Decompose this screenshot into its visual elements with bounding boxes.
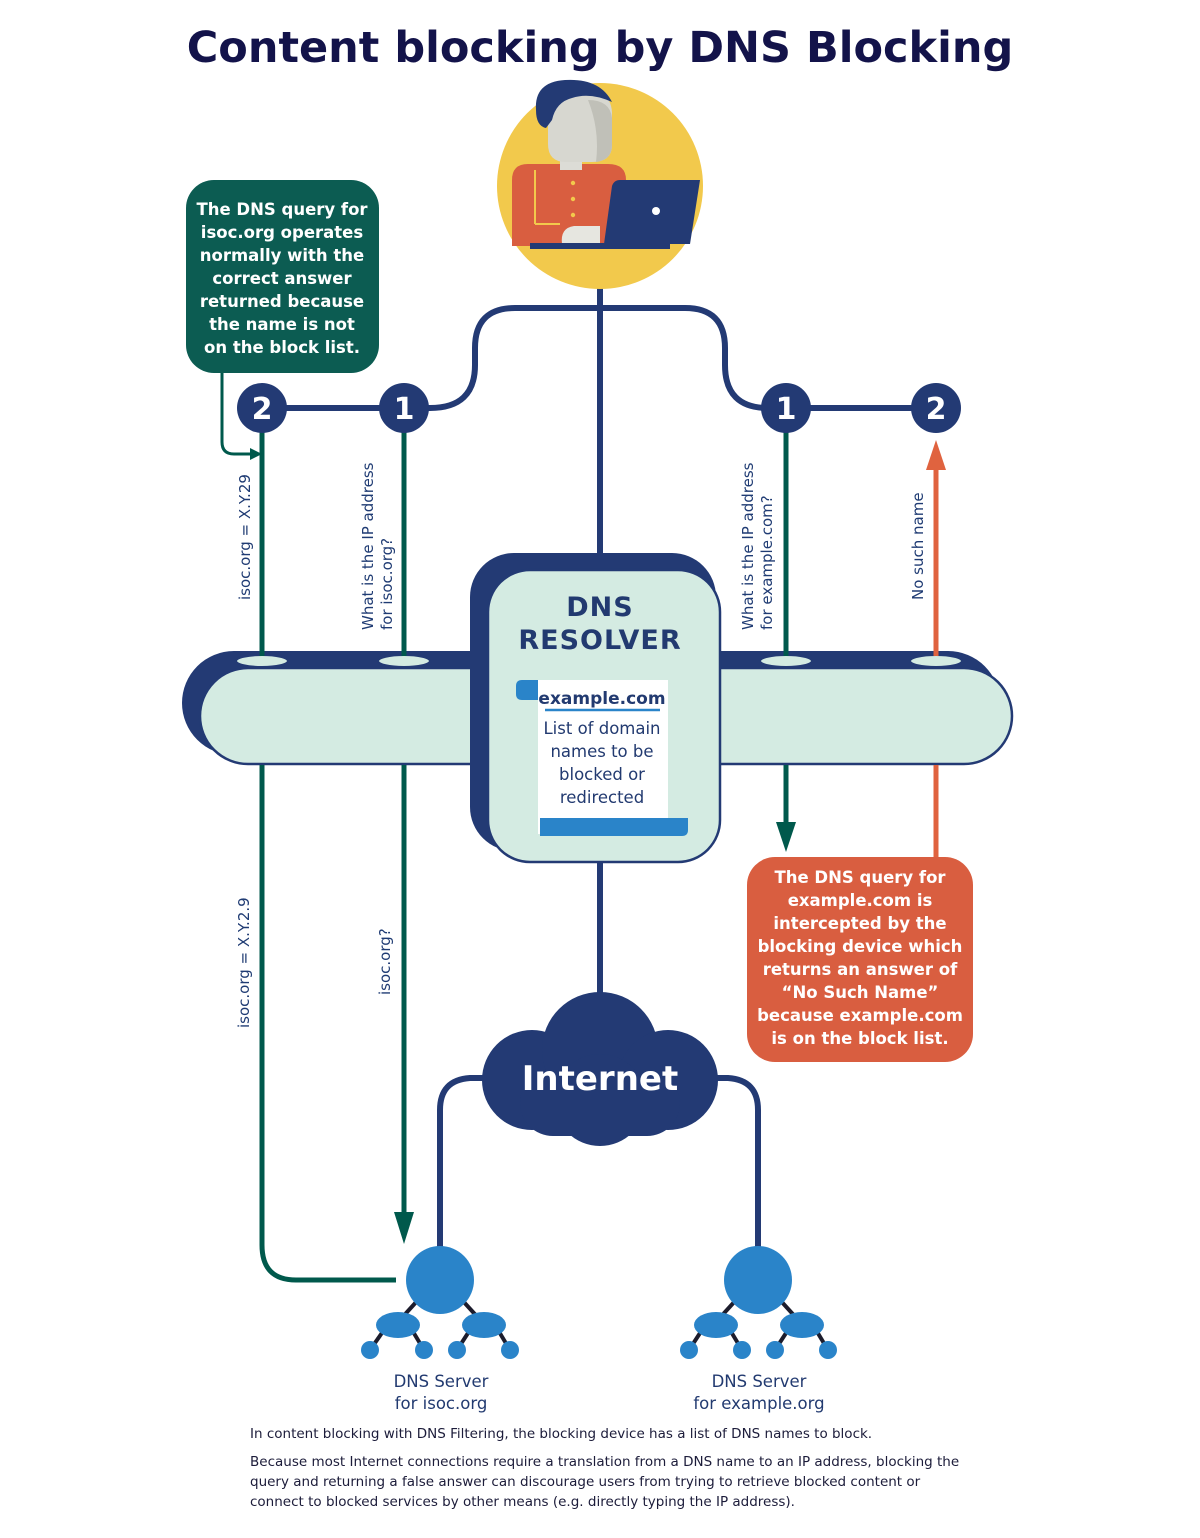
isoc-callout-line: on the block list.: [204, 338, 360, 357]
example-callout: The DNS query for example.com is interce…: [747, 857, 973, 1062]
blocklist-desc-line2: names to be: [550, 742, 653, 761]
step-circle-right-2: 2: [911, 383, 961, 433]
internet-to-example-server-line: [712, 1075, 761, 1280]
footnote-1: In content blocking with DNS Filtering, …: [250, 1426, 873, 1442]
footnote-2: Because most Internet connections requir…: [250, 1454, 960, 1510]
step-number: 2: [926, 392, 947, 427]
example-server-label-line2: for example.org: [693, 1394, 824, 1413]
no-such-name-arrowhead: [926, 440, 946, 470]
flow-lines: [259, 432, 939, 1283]
isoc-callout-pointer: [220, 372, 252, 456]
example-answer-top-label: No such name: [909, 492, 927, 600]
step-circle-right-1: 1: [761, 383, 811, 433]
isoc-query-bottom-label: isoc.org?: [376, 928, 394, 995]
port-isoc-query: [377, 654, 431, 668]
example-callout-line: because example.com: [757, 1006, 963, 1025]
block-list-scroll-icon: [516, 680, 688, 836]
isoc-answer-bottom-label: isoc.org = X.Y.2.9: [235, 897, 253, 1028]
isoc-callout-line: The DNS query for: [196, 200, 368, 219]
example-query-arrowhead: [776, 822, 796, 852]
example-callout-line: example.com is: [788, 891, 933, 910]
query-distribution-line: [262, 305, 935, 411]
step-number: 2: [252, 392, 273, 427]
dns-server-network-icon: [361, 1246, 519, 1359]
blocklist-desc-line3: blocked or: [559, 765, 645, 784]
example-query-top-label-line1: What is the IP address: [739, 462, 757, 630]
example-callout-line: The DNS query for: [774, 868, 946, 887]
blocklist-desc-line1: List of domain: [543, 719, 660, 738]
example-callout-line: returns an answer of: [763, 960, 958, 979]
step-circle-left-1: 1: [379, 383, 429, 433]
isoc-query-top-label-line1: What is the IP address: [359, 462, 377, 630]
connector-lines: [262, 250, 935, 1280]
isoc-server-label-line2: for isoc.org: [395, 1394, 488, 1413]
blocklist-entry: example.com: [538, 689, 665, 709]
dns-server-network-icon: [680, 1246, 837, 1359]
isoc-callout-line: isoc.org operates: [201, 223, 364, 242]
port-isoc-answer: [235, 654, 289, 668]
isoc-query-top-label-line2: for isoc.org?: [378, 538, 396, 630]
isoc-query-arrowhead: [394, 1212, 414, 1244]
example-callout-line: is on the block list.: [771, 1029, 948, 1048]
isoc-callout-pointer-arrowhead: [250, 448, 262, 460]
isoc-answer-bottom-line: [259, 765, 396, 1283]
example-server-label-line1: DNS Server: [712, 1372, 807, 1391]
isoc-answer-top-label: isoc.org = X.Y.29: [236, 474, 254, 600]
user-with-laptop-icon: [497, 79, 703, 289]
step-number: 1: [776, 392, 797, 427]
isoc-callout-line: normally with the: [200, 246, 364, 265]
step-number: 1: [394, 392, 415, 427]
internet-label: Internet: [522, 1059, 678, 1099]
isoc-callout-line: the name is not: [209, 315, 355, 334]
internet-to-isoc-server-line: [437, 1075, 485, 1280]
example-callout-line: intercepted by the: [773, 914, 946, 933]
isoc-callout: The DNS query for isoc.org operates norm…: [186, 180, 379, 373]
port-example-query: [759, 654, 813, 668]
page-title: Content blocking by DNS Blocking: [187, 23, 1014, 73]
resolver-title-line1: DNS: [566, 592, 633, 623]
internet-cloud-icon: [482, 992, 718, 1146]
port-example-answer: [909, 654, 963, 668]
example-callout-line: “No Such Name”: [782, 983, 939, 1002]
isoc-server-label-line1: DNS Server: [394, 1372, 489, 1391]
resolver-title-line2: RESOLVER: [518, 625, 681, 656]
step-circle-left-2: 2: [237, 383, 287, 433]
example-query-top-label-line2: for example.com?: [758, 495, 776, 630]
isoc-callout-line: correct answer: [212, 269, 352, 288]
blocklist-desc-line4: redirected: [560, 788, 644, 807]
example-callout-line: blocking device which: [758, 937, 963, 956]
isoc-callout-line: returned because: [200, 292, 364, 311]
